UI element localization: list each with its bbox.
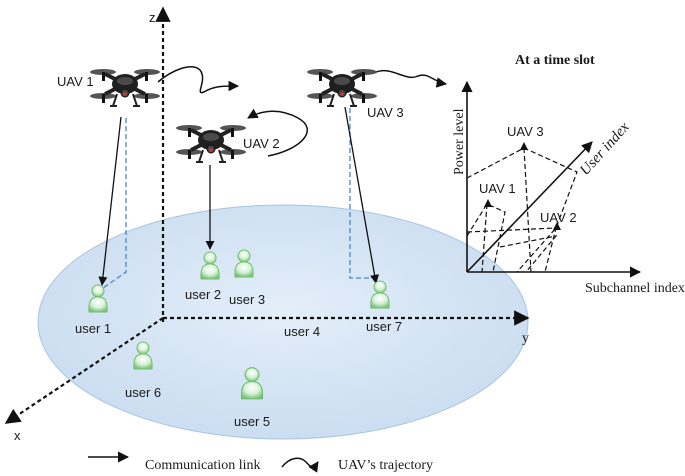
- uav-3-label: UAV 3: [367, 105, 404, 120]
- uav-1-label: UAV 1: [57, 74, 94, 89]
- inset-power-level-label: Power level: [452, 108, 467, 175]
- z-axis-label: z: [149, 10, 156, 25]
- uav-3-drone: [305, 67, 379, 108]
- user-6-label: user 6: [125, 385, 161, 400]
- uav-1-drone: [88, 67, 162, 108]
- communication-links: [98, 106, 380, 286]
- inset-uav-3-label: UAV 3: [507, 124, 544, 139]
- user-3-label: user 3: [229, 292, 265, 307]
- inset-title: At a time slot: [515, 53, 595, 68]
- user-1-label: user 1: [75, 321, 111, 336]
- legend-trajectory-label: UAV’s trajectory: [338, 458, 433, 473]
- uav-2-drone: [174, 123, 248, 164]
- inset-subchannel-label: Subchannel index: [585, 281, 685, 296]
- user-5-label: user 5: [234, 414, 270, 429]
- dashed-projections: [102, 108, 376, 289]
- y-axis-label: y: [522, 331, 529, 346]
- inset-markers: [484, 142, 561, 230]
- user-4-label: user 4: [284, 324, 320, 339]
- inset-uav-2-label: UAV 2: [540, 210, 577, 225]
- legend-trajectory-icon: [281, 457, 319, 473]
- ground-area: [37, 204, 529, 440]
- uav-2-label: UAV 2: [243, 136, 280, 151]
- x-axis-label: x: [14, 428, 21, 443]
- legend-link-label: Communication link: [145, 458, 261, 473]
- coordinate-axes: [4, 6, 530, 424]
- inset-uav-1-label: UAV 1: [479, 181, 516, 196]
- legend: Communication link UAV’s trajectory: [88, 451, 433, 473]
- user-7-label: user 7: [366, 319, 402, 334]
- uav-trajectories: [157, 66, 448, 157]
- inset-axes: [461, 80, 642, 278]
- user-2-label: user 2: [185, 287, 221, 302]
